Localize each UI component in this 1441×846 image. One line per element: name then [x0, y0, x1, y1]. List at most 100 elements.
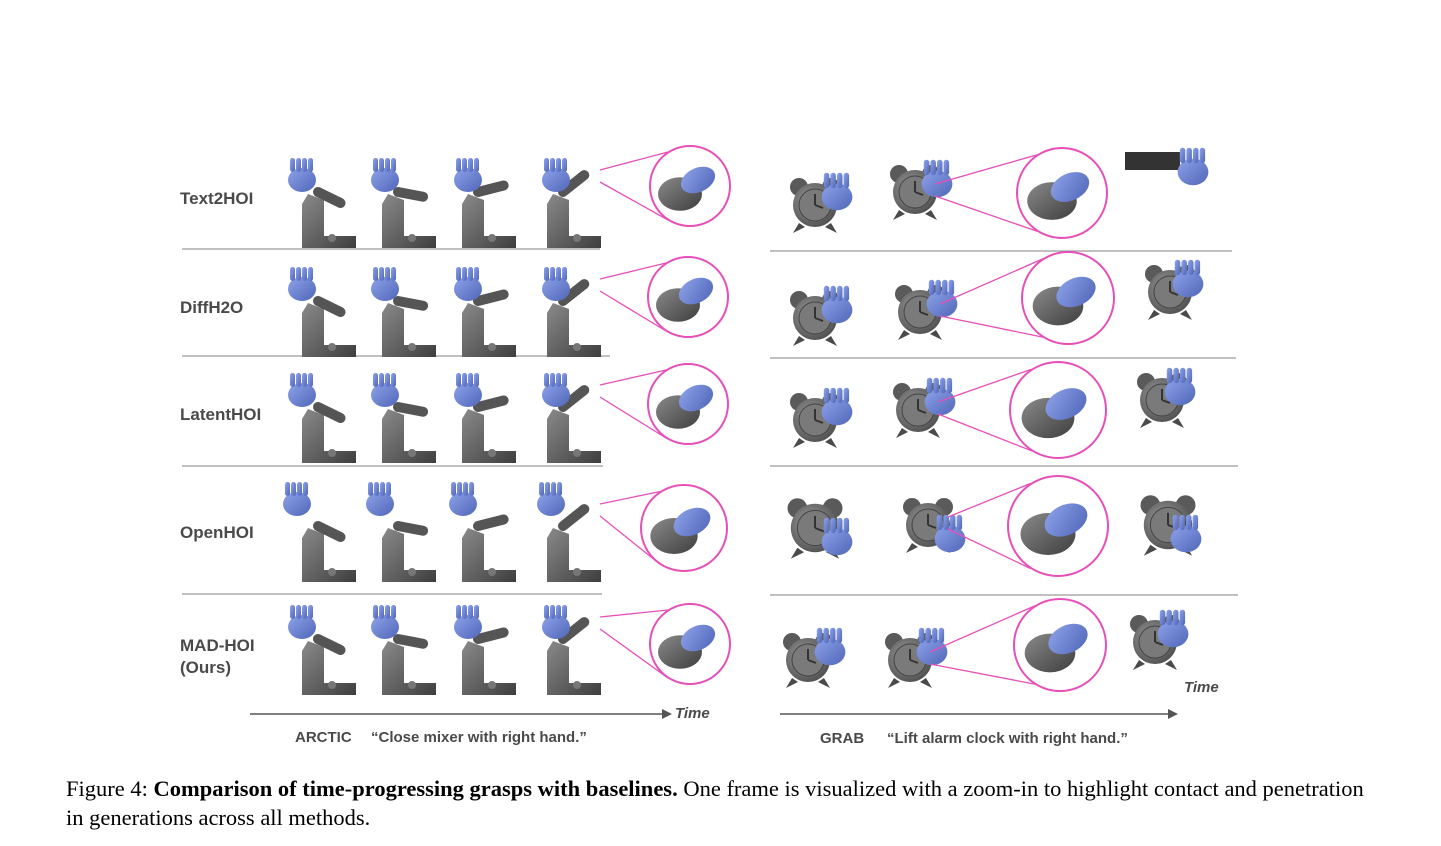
left-hand-r3-k2-palm	[449, 492, 477, 516]
left-hand-r0-k1-finger-1	[379, 158, 384, 172]
left-hand-r3-k0-finger-1	[291, 482, 296, 496]
right-hand-r0-k2-finger-0	[1179, 147, 1186, 164]
left-hand-r4-k1-finger-3	[391, 605, 396, 619]
right-prompt-label: “Lift alarm clock with right hand.”	[887, 730, 1128, 747]
mixer-0-2-base	[462, 194, 516, 248]
left-hand-r3-k3-finger-1	[545, 482, 550, 496]
left-hand-r0-k3-finger-2	[556, 158, 561, 172]
left-hand-r0-k1-palm	[371, 168, 399, 192]
left-hand-r0-k0-finger-0	[290, 158, 295, 172]
method-label-latenthoi: LatentHOI	[180, 405, 262, 424]
right-dataset-label: GRAB	[820, 730, 865, 747]
left-hand-r2-k1-finger-3	[391, 373, 396, 387]
mixer-3-0-arm	[313, 521, 346, 542]
mixer-2-1-base	[382, 409, 436, 463]
mixer-1-3-base	[547, 303, 601, 357]
right-hand-r1-k1-finger-3	[948, 279, 955, 296]
caption-prefix: Figure 4:	[66, 776, 154, 801]
left-hand-r2-k0-finger-1	[296, 373, 301, 387]
left-hand-r4-k3-palm	[542, 615, 570, 639]
right-hand-r0-k0-finger-0	[823, 172, 830, 189]
left-hand-r3-k0-finger-0	[285, 482, 290, 496]
left-hand-r3-k1-finger-2	[380, 482, 385, 496]
left-hand-r0-k3-finger-3	[562, 158, 567, 172]
left-hand-r4-k1-finger-1	[379, 605, 384, 619]
mixer-3-3-base	[547, 528, 601, 582]
left-hand-r0-k1-finger-0	[373, 158, 378, 172]
right-hand-r2-k0-palm	[821, 398, 853, 426]
left-hand-r2-k3-finger-1	[550, 373, 555, 387]
mixer-1-0-knob	[328, 343, 336, 351]
right-hand-r2-k2-finger-3	[1186, 367, 1193, 384]
right-clock-r3-k1-hand-b	[927, 524, 937, 529]
right-hand-r3-k1-palm	[934, 525, 966, 553]
mixer-4-2-base	[462, 641, 516, 695]
right-hand-r1-k2-finger-1	[1181, 259, 1187, 276]
right-hand-r0-k2-finger-1	[1186, 147, 1192, 164]
method-label-text2hoi: Text2HOI	[180, 189, 254, 208]
left-hand-r0-k2-finger-2	[468, 158, 473, 172]
right-hand-r4-k1-finger-1	[925, 627, 931, 644]
right-hand-r3-k0-finger-2	[837, 517, 843, 534]
right-clock-r1-k2-hand-b	[1169, 291, 1179, 296]
mixer-4-1-knob	[408, 681, 416, 689]
left-hand-r3-k0-finger-2	[297, 482, 302, 496]
left-hand-r2-k0-finger-2	[302, 373, 307, 387]
left-zoom-3-line-bottom	[599, 515, 661, 566]
right-clock-r4-k1-leg-r	[920, 678, 932, 688]
mixer-4-0-arm	[313, 634, 346, 655]
mixer-1-2-knob	[488, 343, 496, 351]
mixer-2-2-arm	[473, 395, 509, 412]
right-hand-r4-k1-finger-3	[938, 627, 945, 644]
right-clock-r4-k1-hand-b	[909, 659, 919, 664]
left-zoom-2-line-bottom	[599, 396, 667, 439]
left-zoom-1-hand	[678, 277, 714, 305]
right-hand-r4-k1-palm	[916, 638, 948, 666]
right-hand-r0-k0-finger-2	[837, 172, 843, 189]
right-clock-r2-k2-hand-b	[1161, 399, 1171, 404]
left-hand-r1-k1-finger-1	[379, 267, 384, 281]
left-hand-r4-k0-finger-3	[308, 605, 313, 619]
right-clock-r4-k0-hand-b	[807, 659, 817, 664]
right-clock-r0-k1-hand-b	[914, 191, 924, 196]
left-zoom-1-line-top	[599, 262, 667, 280]
mixer-3-3-arm	[558, 504, 590, 531]
right-hand-r4-k1-finger-0	[918, 627, 925, 644]
right-zoom-0-hand	[1050, 172, 1090, 202]
mixer-2-3-base	[547, 409, 601, 463]
mixer-0-2-knob	[488, 234, 496, 242]
right-hand-r1-k0-finger-2	[837, 285, 843, 302]
left-hand-r0-k3-palm	[542, 168, 570, 192]
mixer-3-1-knob	[408, 568, 416, 576]
right-hand-r3-k1-finger-2	[950, 514, 956, 531]
left-hand-r2-k2-palm	[454, 383, 482, 407]
right-hand-r0-k2-finger-2	[1193, 147, 1199, 164]
right-clock-r3-k0-hand-b	[814, 527, 825, 533]
mixer-3-1-arm	[393, 521, 429, 536]
left-hand-r4-k2-finger-2	[468, 605, 473, 619]
right-clock-r2-k2-leg-l	[1140, 418, 1152, 428]
left-hand-r3-k1-finger-1	[374, 482, 379, 496]
mixer-4-3-base	[547, 641, 601, 695]
right-hand-r0-k1-finger-1	[930, 159, 936, 176]
left-hand-r4-k0-palm	[288, 615, 316, 639]
right-hand-r0-k1-finger-2	[937, 159, 943, 176]
mixer-4-3-arm	[558, 617, 590, 644]
left-hand-r4-k3-finger-1	[550, 605, 555, 619]
left-hand-r4-k1-finger-2	[385, 605, 390, 619]
left-hand-r1-k2-finger-2	[468, 267, 473, 281]
left-hand-r3-k0-palm	[283, 492, 311, 516]
left-hand-r1-k2-finger-0	[456, 267, 461, 281]
mixer-1-2-arm	[473, 289, 509, 306]
mixer-0-1-base	[382, 194, 436, 248]
right-zoom-2-line-top	[937, 368, 1032, 403]
mixer-2-2-base	[462, 409, 516, 463]
left-hand-r0-k0-finger-3	[308, 158, 313, 172]
mixer-4-0-knob	[328, 681, 336, 689]
mixer-0-1-knob	[408, 234, 416, 242]
right-clock-r3-k1-leg-l	[906, 543, 918, 553]
right-hand-r3-k0-finger-1	[830, 517, 836, 534]
left-hand-r3-k3-finger-3	[557, 482, 562, 496]
left-hand-r4-k2-finger-1	[462, 605, 467, 619]
right-hand-r2-k2-finger-1	[1173, 367, 1179, 384]
